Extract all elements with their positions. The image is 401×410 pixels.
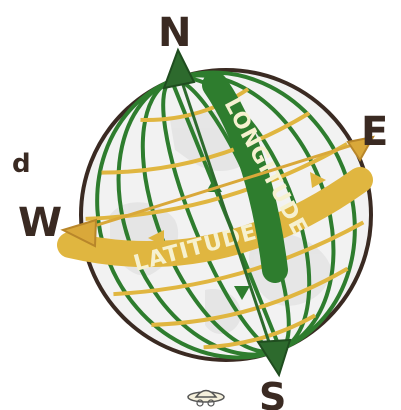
compass-east-label: E — [361, 109, 388, 155]
cut-off-letter: d — [12, 149, 31, 179]
compass-west-label: W — [18, 200, 62, 246]
explorer-illustration — [188, 391, 224, 407]
south-arrow — [258, 340, 290, 375]
explorer-hat-crown — [196, 391, 216, 398]
compass-north-label: N — [158, 10, 191, 56]
compass-south-label: S — [259, 375, 286, 410]
